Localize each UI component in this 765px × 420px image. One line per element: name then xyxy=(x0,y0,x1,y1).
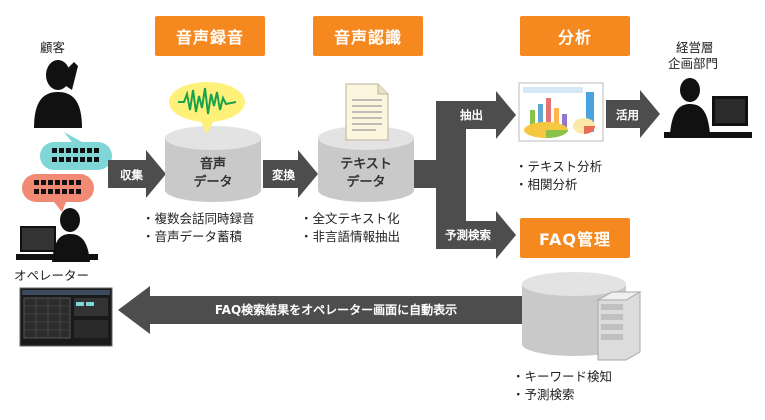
operator-label: オペレーター xyxy=(14,268,89,283)
recognition-note-1: ・全文テキスト化 xyxy=(300,211,400,226)
utilize-label: 活用 xyxy=(616,108,639,122)
speech-bubble-icon xyxy=(22,174,94,212)
faq-note-1: ・キーワード検知 xyxy=(512,369,613,384)
stage-analysis-label: 分析 xyxy=(557,28,592,47)
stage-recording-header: 音声録音 xyxy=(155,16,265,56)
utilize-arrow xyxy=(606,90,660,138)
predictive-search-label: 予測検索 xyxy=(445,228,491,242)
speech-bubble-icon xyxy=(40,132,112,170)
stage-recognition-label: 音声認識 xyxy=(333,28,402,47)
stage-faq-label: FAQ管理 xyxy=(538,230,612,249)
person-headset-icon xyxy=(16,208,98,262)
customer-label: 顧客 xyxy=(40,40,66,55)
collect-arrow xyxy=(108,150,166,198)
recording-notes: ・複数会話同時録音 ・音声データ蓄積 xyxy=(142,210,255,246)
management-label-line1: 経営層 xyxy=(676,40,714,55)
text-data-line2: データ xyxy=(346,174,385,190)
stage-recognition-header: 音声認識 xyxy=(313,16,423,56)
operator-screen-icon xyxy=(19,287,113,347)
faq-notes: ・キーワード検知 ・予測検索 xyxy=(512,368,612,404)
extract-label: 抽出 xyxy=(460,108,483,122)
recording-note-2: ・音声データ蓄積 xyxy=(142,229,243,244)
recognition-note-2: ・非言語情報抽出 xyxy=(300,229,401,244)
person-phone-icon xyxy=(34,60,82,128)
report-icon xyxy=(518,82,604,142)
audio-data-line2: データ xyxy=(193,174,232,190)
collect-label: 収集 xyxy=(120,168,143,182)
person-desk-icon xyxy=(664,78,752,138)
analysis-notes: ・テキスト分析 ・相関分析 xyxy=(515,158,602,194)
stage-analysis-header: 分析 xyxy=(520,16,630,56)
analysis-note-1: ・テキスト分析 xyxy=(515,159,603,174)
convert-label: 変換 xyxy=(272,168,295,182)
text-data-line1: テキスト xyxy=(340,157,392,172)
faq-result-arrow xyxy=(118,286,522,334)
server-icon xyxy=(596,291,642,361)
convert-arrow xyxy=(263,150,318,198)
faq-result-label: FAQ検索結果をオペレーター画面に自動表示 xyxy=(215,302,457,317)
document-icon xyxy=(345,83,389,141)
management-label-line2: 企画部門 xyxy=(668,56,718,71)
stage-faq-header: FAQ管理 xyxy=(520,218,630,258)
analysis-note-2: ・相関分析 xyxy=(515,177,578,192)
recognition-notes: ・全文テキスト化 ・非言語情報抽出 xyxy=(300,210,400,246)
faq-note-2: ・予測検索 xyxy=(512,387,575,402)
waveform-icon xyxy=(169,82,245,134)
recording-note-1: ・複数会話同時録音 xyxy=(142,211,255,226)
stage-recording-label: 音声録音 xyxy=(175,28,244,47)
audio-data-cylinder xyxy=(165,126,261,202)
audio-data-line1: 音声 xyxy=(200,156,226,172)
branch-arrows xyxy=(414,91,516,259)
